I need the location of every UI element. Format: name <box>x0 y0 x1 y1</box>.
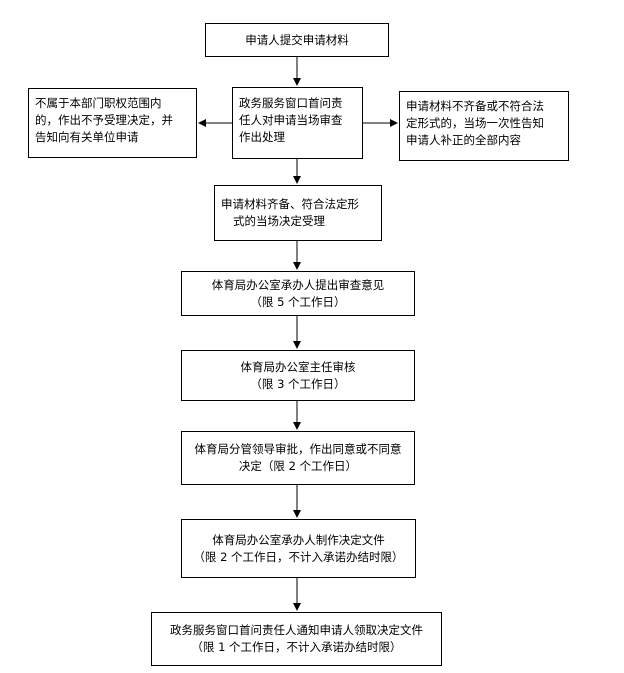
box-text: 的，作出不予受理决定，并 <box>35 113 173 127</box>
box-accept-application: 申请材料齐备、符合法定形 式的当场决定受理 <box>214 185 382 241</box>
box-text: 不属于本部门职权范围内 <box>35 96 162 110</box>
box-director-audit: 体育局办公室主任审核 （限 3 个工作日） <box>181 350 415 401</box>
box-text: 体育局办公室承办人制作决定文件 <box>212 532 385 547</box>
box-text: 任人对申请当场审查 <box>239 113 343 127</box>
box-leader-approval: 体育局分管领导审批，作出同意或不同意 决定（限 2 个工作日） <box>181 431 415 485</box>
box-text: 体育局办公室主任审核 <box>240 359 356 374</box>
box-text: 申请材料齐备、符合法定形 <box>221 197 359 211</box>
box-text: 作出处理 <box>239 130 285 144</box>
box-not-in-scope: 不属于本部门职权范围内 的，作出不予受理决定，并 告知向有关单位申请 <box>28 88 197 158</box>
box-text: （限 1 个工作日，不计入承诺办结时限） <box>191 640 402 654</box>
box-submit-application: 申请人提交申请材料 <box>205 23 389 57</box>
box-text: 告知向有关单位申请 <box>35 130 139 144</box>
box-text: （限 5 个工作日） <box>250 294 346 309</box>
box-prepare-decision: 体育局办公室承办人制作决定文件 （限 2 个工作日，不计入承诺办结时限） <box>181 519 416 578</box>
box-review-opinion: 体育局办公室承办人提出审查意见 （限 5 个工作日） <box>181 271 415 316</box>
box-text: 申请人补正的全部内容 <box>406 133 521 147</box>
box-text: 申请人提交申请材料 <box>245 32 349 47</box>
box-text: 申请材料不齐备或不符合法 <box>406 99 544 113</box>
box-notify-applicant: 政务服务窗口首问责任人通知申请人领取决定文件 （限 1 个工作日，不计入承诺办结… <box>151 612 442 666</box>
box-window-review: 政务服务窗口首问责 任人对申请当场审查 作出处理 <box>232 87 363 159</box>
box-text: （限 2 个工作日，不计入承诺办结时限） <box>193 549 404 564</box>
box-text: 政务服务窗口首问责 <box>239 96 343 110</box>
box-text: 体育局分管领导审批，作出同意或不同意 <box>194 442 402 456</box>
box-supplement-materials: 申请材料不齐备或不符合法 定形式的，当场一次性告知 申请人补正的全部内容 <box>399 91 569 161</box>
box-text: 式的当场决定受理 <box>233 214 325 228</box>
box-text: （限 3 个工作日） <box>250 376 346 391</box>
box-text: 体育局办公室承办人提出审查意见 <box>211 277 385 292</box>
box-text: 定形式的，当场一次性告知 <box>406 116 544 130</box>
box-text: 政务服务窗口首问责任人通知申请人领取决定文件 <box>170 623 423 637</box>
box-text: 决定（限 2 个工作日） <box>238 459 358 473</box>
